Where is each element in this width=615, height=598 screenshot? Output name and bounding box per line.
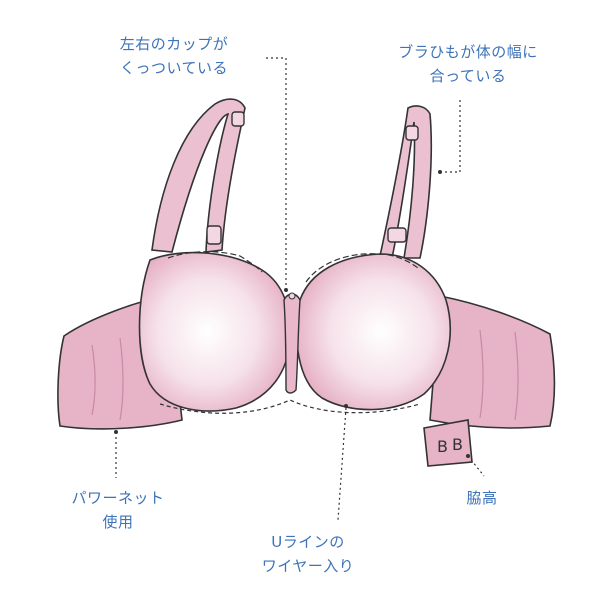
left-cup xyxy=(138,251,292,412)
strap-adjuster xyxy=(206,225,222,245)
label-strap-width: ブラひもが体の幅に 合っている xyxy=(378,40,558,88)
strap-adjuster xyxy=(387,227,407,243)
label-u-wire-line2: ワイヤー入り xyxy=(261,557,355,575)
strap-slider xyxy=(231,111,245,127)
label-straps-line2: 合っている xyxy=(429,67,507,85)
right-strap xyxy=(379,105,433,259)
left-strap xyxy=(151,98,246,253)
center-gore xyxy=(283,293,301,394)
label-cups-line1: 左右のカップが xyxy=(119,35,229,53)
label-cups-together: 左右のカップが くっついている xyxy=(104,32,244,80)
strap-slider xyxy=(405,125,419,141)
right-cup xyxy=(295,253,452,411)
leader-lines xyxy=(115,57,485,521)
label-u-wire-line1: Uラインの xyxy=(271,533,345,551)
svg-text:B: B xyxy=(452,435,463,454)
svg-text:B: B xyxy=(437,437,448,456)
label-straps-line1: ブラひもが体の幅に xyxy=(398,43,538,61)
label-power-net: パワーネット 使用 xyxy=(58,486,178,534)
hook-tab: B B xyxy=(423,419,473,467)
label-power-net-line2: 使用 xyxy=(102,513,134,531)
label-cups-line2: くっついている xyxy=(119,59,229,77)
label-u-wire: Uラインの ワイヤー入り xyxy=(248,530,368,578)
label-side-height: 脇高 xyxy=(452,486,512,510)
right-wing xyxy=(429,295,556,429)
label-power-net-line1: パワーネット xyxy=(71,489,165,507)
label-side-height-line1: 脇高 xyxy=(466,489,498,507)
